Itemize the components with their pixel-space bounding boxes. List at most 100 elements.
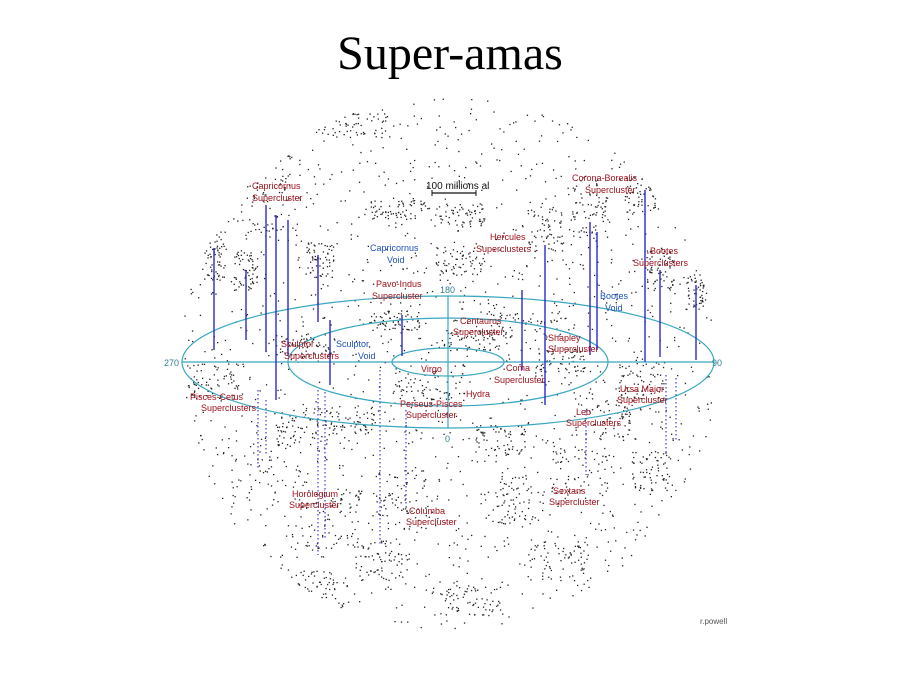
galaxy-dot bbox=[564, 482, 567, 485]
galaxy-dot bbox=[661, 500, 663, 502]
galaxy-dot bbox=[444, 600, 447, 602]
galaxy-dot bbox=[238, 257, 240, 260]
galaxy-dot bbox=[259, 482, 261, 484]
galaxy-dot bbox=[371, 406, 373, 408]
galaxy-dot bbox=[506, 537, 509, 539]
galaxy-dot bbox=[352, 544, 354, 546]
galaxy-dot bbox=[321, 273, 324, 275]
galaxy-dot bbox=[610, 550, 612, 552]
galaxy-dot bbox=[279, 184, 281, 186]
galaxy-dot bbox=[567, 478, 570, 481]
galaxy-dot bbox=[230, 378, 232, 380]
galaxy-dot bbox=[641, 178, 643, 180]
galaxy-dot bbox=[356, 414, 358, 417]
galaxy-dot bbox=[385, 578, 387, 581]
galaxy-dot bbox=[482, 432, 484, 434]
galaxy-dot bbox=[332, 246, 335, 248]
galaxy-dot bbox=[607, 570, 609, 572]
galaxy-dot bbox=[639, 191, 641, 193]
galaxy-dot bbox=[221, 439, 223, 441]
galaxy-dot bbox=[577, 584, 579, 587]
galaxy-dot bbox=[312, 433, 314, 435]
galaxy-dot bbox=[649, 271, 651, 273]
galaxy-dot bbox=[499, 159, 501, 162]
galaxy-dot bbox=[304, 579, 307, 581]
galaxy-dot bbox=[524, 446, 526, 448]
galaxy-dot bbox=[534, 545, 536, 547]
galaxy-dot bbox=[560, 461, 562, 463]
galaxy-dot bbox=[478, 347, 480, 350]
galaxy-dot bbox=[336, 243, 338, 245]
galaxy-dot bbox=[518, 493, 520, 495]
galaxy-dot bbox=[650, 373, 652, 376]
galaxy-dot bbox=[501, 522, 503, 524]
galaxy-dot bbox=[260, 231, 262, 233]
galaxy-dot bbox=[376, 569, 378, 571]
galaxy-dot bbox=[512, 446, 514, 448]
galaxy-dot bbox=[547, 530, 549, 532]
galaxy-dot bbox=[542, 509, 544, 512]
galaxy-dot bbox=[247, 186, 249, 188]
galaxy-dot bbox=[693, 300, 695, 302]
galaxy-dot bbox=[495, 425, 497, 427]
galaxy-dot bbox=[638, 489, 641, 491]
galaxy-dot bbox=[467, 538, 469, 540]
galaxy-dot bbox=[505, 454, 507, 456]
galaxy-dot bbox=[446, 205, 449, 207]
galaxy-dot bbox=[486, 439, 488, 441]
galaxy-dot bbox=[662, 388, 664, 390]
galaxy-dot bbox=[556, 394, 558, 396]
galaxy-dot bbox=[456, 606, 458, 609]
galaxy-dot bbox=[489, 417, 491, 419]
galaxy-dot bbox=[336, 136, 338, 138]
galaxy-dot bbox=[334, 339, 336, 341]
galaxy-dot bbox=[241, 393, 244, 395]
galaxy-dot bbox=[370, 206, 372, 208]
galaxy-dot bbox=[324, 126, 326, 128]
galaxy-dot bbox=[242, 363, 244, 365]
galaxy-dot bbox=[407, 314, 409, 316]
galaxy-dot bbox=[557, 312, 559, 315]
galaxy-dot bbox=[627, 218, 630, 221]
galaxy-dot bbox=[461, 206, 463, 209]
galaxy-dot bbox=[541, 236, 543, 238]
galaxy-dot bbox=[436, 247, 438, 249]
galaxy-dot bbox=[218, 236, 220, 238]
galaxy-dot bbox=[343, 447, 345, 449]
galaxy-dot bbox=[632, 478, 634, 480]
galaxy-dot bbox=[562, 259, 564, 261]
galaxy-dot bbox=[626, 179, 628, 182]
galaxy-dot bbox=[299, 163, 301, 166]
galaxy-dot bbox=[397, 507, 399, 509]
galaxy-dot bbox=[291, 344, 293, 346]
galaxy-dot bbox=[234, 289, 236, 291]
galaxy-dot bbox=[475, 451, 477, 453]
galaxy-dot bbox=[651, 466, 654, 468]
galaxy-dot bbox=[530, 548, 532, 550]
galaxy-dot bbox=[184, 315, 186, 317]
galaxy-dot bbox=[334, 500, 336, 503]
galaxy-dot bbox=[376, 210, 378, 212]
galaxy-dot bbox=[276, 229, 278, 231]
galaxy-dot bbox=[540, 135, 543, 137]
galaxy-dot bbox=[624, 413, 627, 415]
galaxy-dot bbox=[297, 542, 299, 544]
galaxy-dot bbox=[509, 336, 512, 338]
galaxy-dot bbox=[646, 471, 648, 474]
galaxy-dot bbox=[377, 552, 379, 555]
galaxy-dot bbox=[632, 451, 634, 454]
label-horologium-supercluster: Horologium Supercluster bbox=[289, 489, 341, 510]
galaxy-dot bbox=[331, 173, 333, 176]
galaxy-dot bbox=[379, 323, 381, 325]
galaxy-dot bbox=[363, 191, 365, 193]
galaxy-dot bbox=[575, 348, 577, 351]
galaxy-dot bbox=[425, 414, 427, 416]
galaxy-dot bbox=[280, 213, 283, 216]
galaxy-dot bbox=[313, 575, 316, 577]
galaxy-dot bbox=[315, 545, 317, 547]
galaxy-dot bbox=[420, 117, 422, 120]
galaxy-dot bbox=[552, 352, 554, 354]
galaxy-dot bbox=[445, 614, 447, 616]
galaxy-dot bbox=[487, 100, 489, 102]
galaxy-dot bbox=[250, 283, 252, 285]
